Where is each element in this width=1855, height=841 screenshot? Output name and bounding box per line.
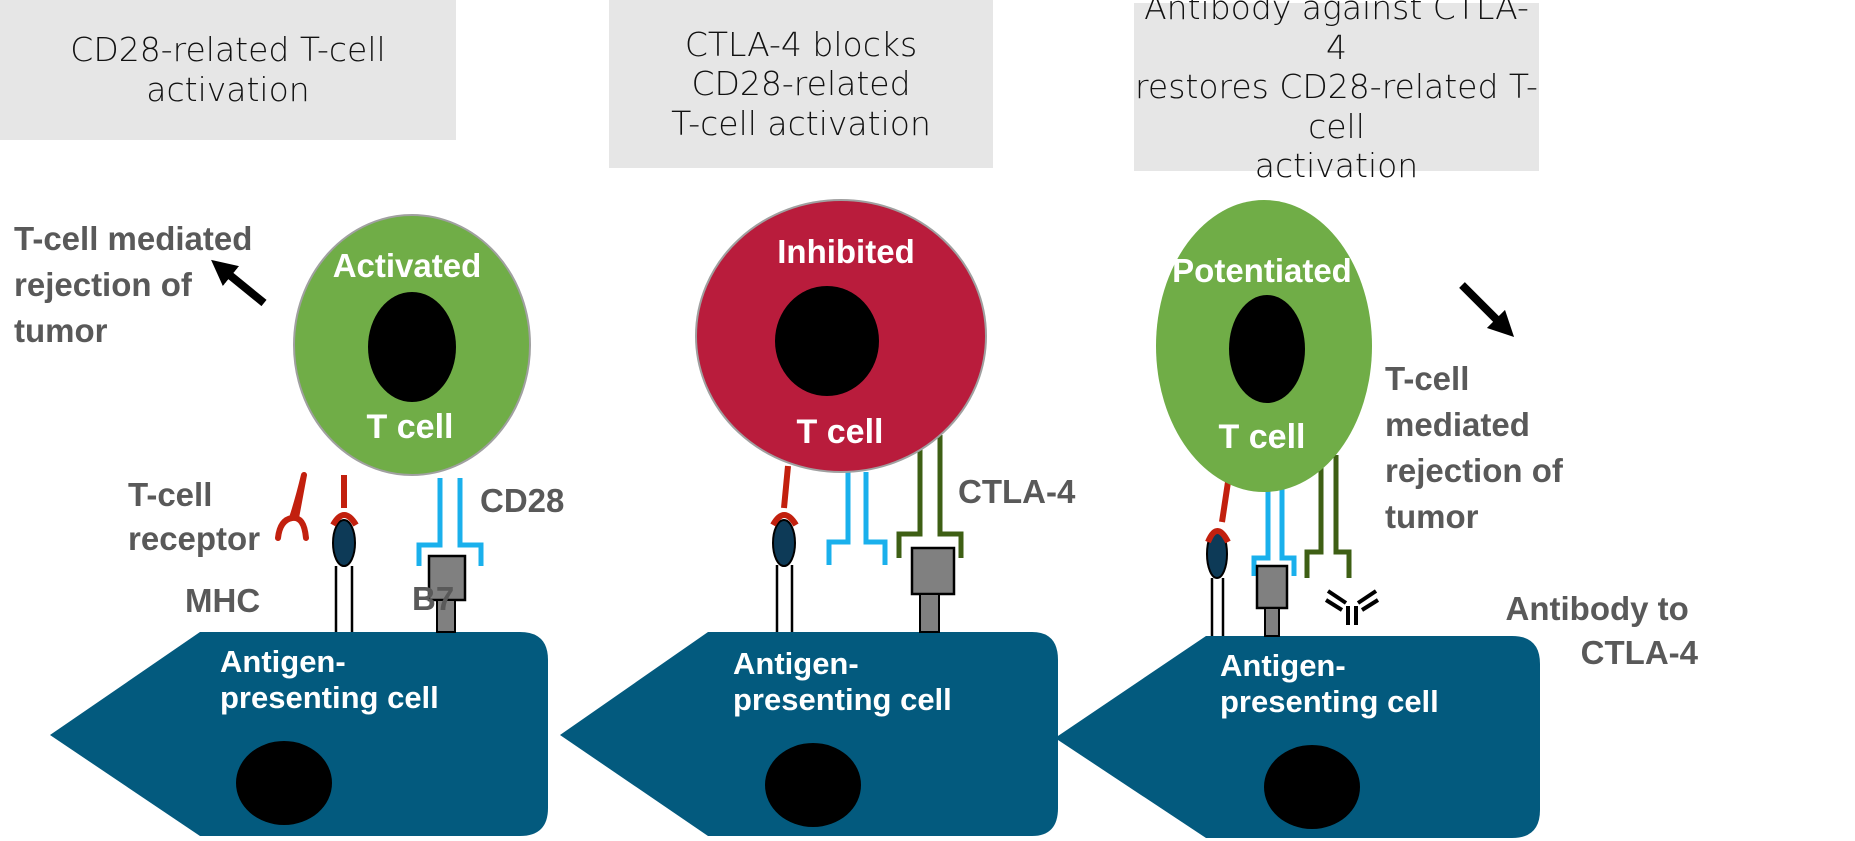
apc-label: Antigen- presenting cell (733, 646, 952, 717)
t-cell-state-label: Inhibited (777, 233, 914, 270)
outcome-line4: tumor (1385, 498, 1479, 535)
panel-2: Antigen- presenting cell Inhibited T cel… (560, 199, 1076, 836)
t-cell-receptor (1219, 481, 1231, 523)
panel-1-title: CD28-related T-cell activation (0, 0, 456, 140)
cd28-label: CD28 (480, 482, 564, 519)
apc-label-line1: Antigen- (220, 644, 346, 679)
tcr-label-line1: T-cell (128, 476, 212, 513)
apc-nucleus (236, 741, 332, 825)
tcr-label-line2: receptor (128, 520, 260, 557)
mhc-label: MHC (185, 582, 260, 619)
t-cell-name-label: T cell (367, 408, 454, 446)
t-cell-name-label: T cell (1219, 418, 1306, 456)
outcome-line2: mediated (1385, 406, 1530, 443)
cd28-receptor (1251, 489, 1297, 576)
outcome-label: T-cell mediated rejection of tumor (1385, 360, 1572, 535)
mhc-molecule (772, 519, 796, 632)
apc-label-line2: presenting cell (1220, 684, 1439, 719)
apc-nucleus (765, 743, 861, 827)
mhc-molecule (1206, 529, 1228, 636)
arrow-down-right-icon (1459, 282, 1515, 338)
panel-3-title: Antibody against CTLA-4 restores CD28-re… (1134, 0, 1539, 186)
outcome-line3: tumor (14, 312, 108, 349)
apc-label-line1: Antigen- (1220, 648, 1346, 683)
ctla4-receptor (896, 435, 964, 558)
b7-ligand (1255, 564, 1289, 610)
mhc-molecule (332, 519, 356, 632)
panel-3: Antigen- presenting cell Potentiated T c… (1055, 200, 1699, 838)
arrow-up-left-icon (211, 259, 267, 307)
mhc-peptide (772, 519, 796, 567)
antibody-icon (1324, 589, 1380, 625)
t-cell-name-label: T cell (797, 413, 884, 451)
t-cell-nucleus (775, 286, 879, 396)
apc-body (1055, 636, 1540, 838)
mhc-peptide (332, 519, 356, 567)
b7-stalk (436, 599, 456, 633)
apc-label: Antigen- presenting cell (1220, 648, 1439, 719)
b7-stalk (919, 593, 940, 633)
antibody-label: Antibody to CTLA-4 (1506, 590, 1699, 671)
t-cell-state-label: Potentiated (1172, 252, 1352, 289)
outcome-line3: rejection of (1385, 452, 1564, 489)
t-cell-nucleus (1229, 295, 1305, 403)
outcome-line2: rejection of (14, 266, 193, 303)
t-cell-nucleus (368, 292, 456, 402)
outcome-line1: T-cell mediated (14, 220, 252, 257)
t-cell-receptor (781, 465, 791, 509)
tcr-cup (330, 512, 359, 527)
ctla4-receptor (1304, 455, 1352, 578)
antibody-label-line2: CTLA-4 (1581, 634, 1699, 671)
apc-label-line2: presenting cell (733, 682, 952, 717)
t-cell-state-label: Activated (333, 247, 482, 284)
tcr-cup (1205, 528, 1231, 544)
panel-1: Antigen- presenting cell Activated T cel… (14, 214, 564, 836)
apc-body (560, 632, 1058, 836)
t-cell-receptor (275, 472, 309, 541)
b7-stalk (1264, 607, 1280, 637)
b7-label: B7 (412, 580, 454, 617)
tcr-label: T-cell receptor (128, 476, 260, 557)
apc-label: Antigen- presenting cell (220, 644, 439, 715)
b7-ligand (910, 546, 956, 596)
tcr-cup (770, 512, 799, 527)
apc-nucleus (1264, 745, 1360, 829)
panel-2-title: CTLA-4 blocks CD28-related T-cell activa… (609, 0, 993, 168)
ctla4-label: CTLA-4 (958, 473, 1076, 510)
outcome-line1: T-cell (1385, 360, 1469, 397)
apc-label-line1: Antigen- (733, 646, 859, 681)
apc-body (50, 632, 548, 836)
cd28-receptor (826, 472, 888, 565)
antibody-label-line1: Antibody to (1506, 590, 1689, 627)
apc-label-line2: presenting cell (220, 680, 439, 715)
cd28-receptor (416, 478, 484, 566)
outcome-label: T-cell mediated rejection of tumor (14, 220, 262, 349)
